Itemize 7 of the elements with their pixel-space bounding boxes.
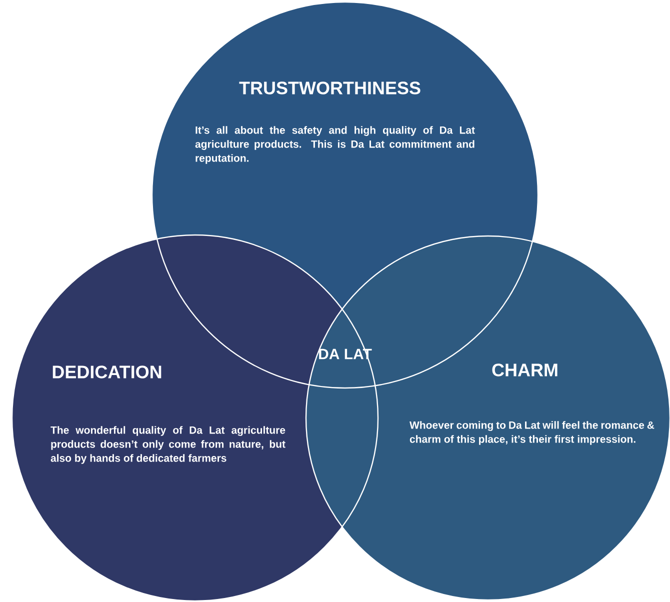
circle-description: Whoever coming to Da Lat will feel the romance & charm of this place, it’s their first impression. xyxy=(410,421,654,445)
circle-heading: TRUSTWORTHINESS xyxy=(239,82,420,94)
circle-description: It’s all about the safety and high quality of Da Lat agriculture products. This is Da Lat commitment and reputation. xyxy=(195,126,475,164)
circle-heading: DEDICATION xyxy=(52,366,162,378)
venn-circle xyxy=(11,234,379,602)
circle-heading: CHARM xyxy=(492,364,558,376)
circle-description: The wonderful quality of Da Lat agriculture products doesn’t only come from nature, but also by hands of dedicated farmers xyxy=(50,426,286,464)
